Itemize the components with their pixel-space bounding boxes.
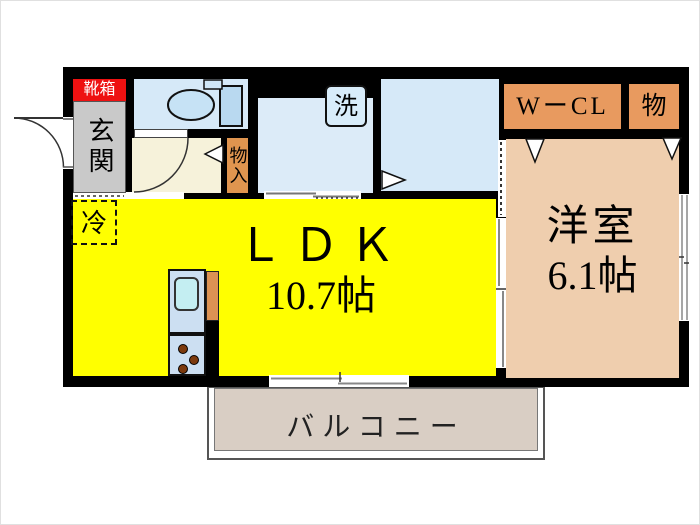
- ldk-room: [73, 199, 496, 376]
- ldk-name: ＬＤＫ: [237, 220, 405, 271]
- shoebox-room: 靴箱: [73, 79, 126, 101]
- western-room-label: 洋室 6.1帖: [506, 203, 679, 301]
- storage-closet: 物: [629, 84, 679, 129]
- western-room-size: 6.1帖: [547, 253, 638, 299]
- balcony-sliding-window: [269, 375, 409, 387]
- hall-door-leaf: [134, 129, 188, 138]
- entrance-label: 玄関: [85, 117, 114, 177]
- toilet-room: [134, 79, 248, 129]
- stove-burner-icon: [178, 344, 188, 354]
- stove-burner-icon: [178, 364, 188, 374]
- washroom-sliding-door: [264, 191, 361, 199]
- kitchen-counter-end: [206, 271, 219, 321]
- storage-inner-label: 物入: [227, 145, 248, 186]
- hall-ldk-opening: [126, 192, 184, 199]
- stove-burner-icon: [189, 355, 199, 365]
- kitchen-sink-icon: [174, 277, 199, 311]
- bathroom: [381, 79, 499, 191]
- wall-hatch: [498, 140, 506, 217]
- washer-icon: 洗: [325, 85, 367, 127]
- entrance-step: [73, 193, 126, 199]
- ldk-western-sliding-door: [496, 218, 506, 368]
- ldk-label: ＬＤＫ 10.7帖: [196, 220, 446, 320]
- storage-inner-room: 物入: [227, 138, 248, 193]
- shoebox-label: 靴箱: [83, 81, 116, 98]
- balcony-floor: [214, 388, 538, 451]
- ldk-size: 10.7帖: [266, 272, 376, 318]
- entrance-door-arc: [13, 117, 65, 168]
- entrance-room: 玄関: [73, 101, 126, 193]
- walk-in-closet: WーCL: [504, 84, 621, 129]
- balcony-label: バルコニー: [286, 412, 466, 443]
- entrance-door-opening: [63, 117, 73, 169]
- kitchen-partition-wall: [206, 321, 219, 376]
- western-room: [506, 139, 679, 378]
- western-room-name: 洋室: [546, 204, 639, 250]
- hallway: [132, 138, 221, 193]
- western-room-window: [679, 194, 689, 321]
- refrigerator-space: 冷: [71, 200, 117, 245]
